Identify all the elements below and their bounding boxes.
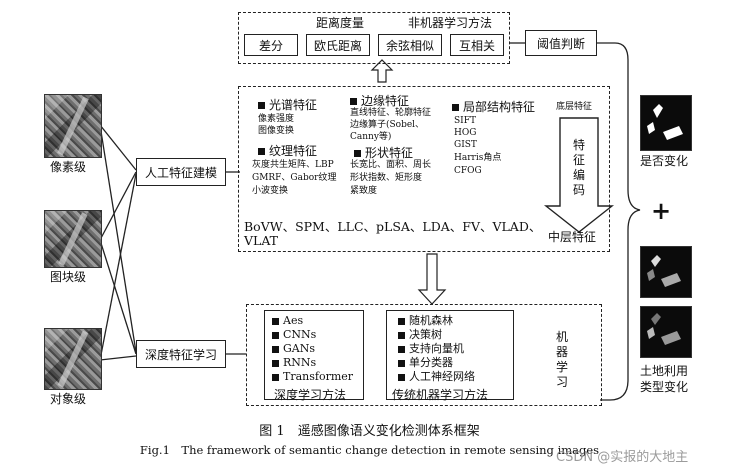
texture-feature-title: 纹理特征 xyxy=(258,142,317,159)
mid-level-feature-label: 中层特征 xyxy=(548,230,597,244)
machine-learning-label: 机 器 学 习 xyxy=(556,330,569,389)
figure-caption-cn: 图 1 遥感图像语义变化检测体系框架 xyxy=(259,424,480,439)
distance-metrics-group xyxy=(238,12,510,64)
shape-line-3: 紧致度 xyxy=(350,186,378,196)
dl-item-gans: GANs xyxy=(283,342,316,355)
landuse-map-image-1 xyxy=(640,246,692,298)
pixel-level-image xyxy=(44,94,102,158)
ml-item-decision-tree: 决策树 xyxy=(409,328,442,341)
landuse-blobs-1 xyxy=(647,255,681,287)
local-line-sift: SIFT xyxy=(454,116,476,126)
patch-level-image xyxy=(44,210,102,268)
ml-item-svm: 支持向量机 xyxy=(409,342,464,355)
distance-metrics-title: 距离度量 xyxy=(316,16,365,30)
object-level-image xyxy=(44,328,102,390)
output-landuse-label-2: 类型变化 xyxy=(640,380,689,394)
dl-item-cnns: CNNs xyxy=(283,328,317,341)
spectral-line-1: 像素强度 xyxy=(258,114,295,124)
dl-item-rnns: RNNs xyxy=(283,356,317,369)
local-line-hog: HOG xyxy=(454,128,477,138)
traditional-ml-methods-title: 传统机器学习方法 xyxy=(392,388,489,402)
manual-feature-modeling-box: 人工特征建模 xyxy=(136,158,226,186)
deep-learning-methods-box xyxy=(264,310,364,400)
output-change-label: 是否变化 xyxy=(640,154,689,168)
change-blobs xyxy=(647,104,683,140)
landuse-blobs-2 xyxy=(647,313,681,345)
non-ml-methods-title: 非机器学习方法 xyxy=(408,16,493,30)
ml-item-one-class: 单分类器 xyxy=(409,356,453,369)
metric-euclidean: 欧氏距离 xyxy=(306,34,370,56)
threshold-judgment-box: 阈值判断 xyxy=(525,30,597,56)
deep-learning-list: Aes CNNs GANs RNNs Transformer xyxy=(272,314,353,384)
dl-item-transformer: Transformer xyxy=(283,370,354,383)
watermark: CSDN @实报的大地主 xyxy=(556,450,689,465)
machine-learning-group xyxy=(246,304,602,406)
edge-line-1: 直线特征、轮廓特征 xyxy=(350,108,432,118)
local-line-gist: GIST xyxy=(454,140,477,150)
local-structure-title: 局部结构特征 xyxy=(452,98,535,115)
edge-line-2: 边缘算子(Sobel、 xyxy=(350,120,425,130)
edge-line-3: Canny等) xyxy=(350,132,392,142)
ml-item-random-forest: 随机森林 xyxy=(409,314,453,327)
figure-caption-en: Fig.1 The framework of semantic change d… xyxy=(139,443,600,457)
level-label-object: 对象级 xyxy=(50,392,87,406)
output-landuse-label-1: 土地利用 xyxy=(640,364,689,378)
mid-level-methods-line-1: BoVW、SPM、LLC、pLSA、LDA、FV、VLAD、 xyxy=(244,219,542,234)
ml-item-ann: 人工神经网络 xyxy=(409,370,475,383)
spectral-line-2: 图像变换 xyxy=(258,126,295,136)
deep-learning-methods-title: 深度学习方法 xyxy=(274,388,347,402)
deep-feature-learning-box: 深度特征学习 xyxy=(136,340,226,368)
spectral-feature-title: 光谱特征 xyxy=(258,96,317,113)
low-level-feature-tag: 底层特征 xyxy=(556,102,593,112)
texture-line-2: GMRF、Gabor纹理 xyxy=(252,173,337,183)
handcrafted-features-group xyxy=(238,86,610,252)
mid-level-methods-line-2: VLAT xyxy=(244,233,279,248)
shape-line-2: 形状指数、矩形度 xyxy=(350,173,423,183)
traditional-ml-methods-box xyxy=(386,310,514,400)
landuse-map-image-2 xyxy=(640,306,692,358)
metric-cosine: 余弦相似 xyxy=(378,34,442,56)
texture-line-1: 灰度共生矩阵、LBP xyxy=(252,160,334,170)
plus-sign: + xyxy=(651,196,672,225)
dl-item-aes: Aes xyxy=(283,314,304,327)
shape-line-1: 长宽比、面积、周长 xyxy=(350,160,432,170)
texture-line-3: 小波变换 xyxy=(252,186,289,196)
shape-feature-title: 形状特征 xyxy=(354,144,413,161)
feature-encoding-label: 特 征 编 码 xyxy=(573,138,586,197)
level-label-pixel: 像素级 xyxy=(50,160,87,174)
metric-difference: 差分 xyxy=(244,34,298,56)
local-line-harris: Harris角点 xyxy=(454,153,502,163)
traditional-ml-list: 随机森林 决策树 支持向量机 单分类器 人工神经网络 xyxy=(398,314,475,384)
change-map-image xyxy=(640,95,692,151)
edge-feature-title: 边缘特征 xyxy=(350,92,409,109)
local-line-cfog: CFOG xyxy=(454,166,482,176)
level-label-patch: 图块级 xyxy=(50,270,87,284)
metric-cross-correlation: 互相关 xyxy=(450,34,504,56)
